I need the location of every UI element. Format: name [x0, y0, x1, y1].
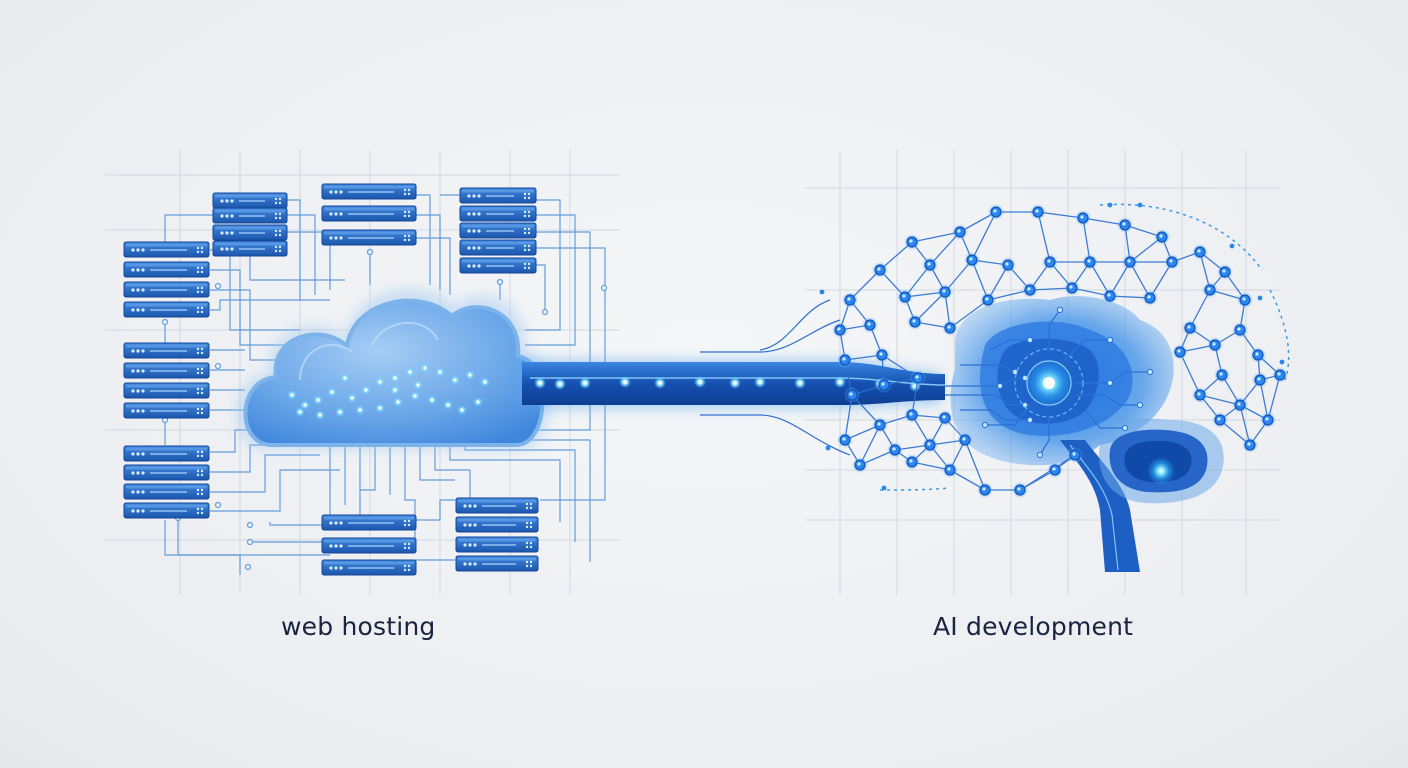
orbit-dashes — [879, 203, 1290, 491]
server-rack-icon — [321, 183, 417, 200]
neural-nodes — [819, 202, 1288, 498]
circuit-core-icon — [1014, 348, 1084, 418]
cloud-icon — [235, 288, 551, 450]
server-rack-icon — [459, 205, 537, 222]
server-rack-icon — [321, 205, 417, 222]
server-rack-icon — [123, 362, 210, 379]
server-rack-icon — [123, 281, 210, 298]
neural-brain-icon — [950, 296, 1224, 572]
server-rack-icon — [123, 445, 210, 462]
cloud-data-points — [287, 363, 490, 420]
server-rack-icon — [455, 536, 539, 553]
ai-development-label: AI development — [933, 612, 1134, 641]
server-rack-icon — [123, 342, 210, 359]
circuit-traces — [945, 306, 1154, 459]
server-rack-icon — [321, 229, 417, 246]
server-rack-icon — [123, 464, 210, 481]
server-rack-icon — [321, 559, 417, 576]
server-rack-icon — [459, 222, 537, 239]
server-rack-icon — [455, 555, 539, 572]
server-rack-icon — [123, 402, 210, 419]
server-rack-icon — [212, 240, 288, 257]
server-rack-icon — [123, 301, 210, 318]
server-rack-icon — [123, 261, 210, 278]
server-racks — [123, 183, 539, 576]
server-rack-icon — [212, 224, 288, 241]
server-rack-icon — [123, 241, 210, 258]
server-rack-icon — [321, 537, 417, 554]
server-rack-icon — [459, 239, 537, 256]
server-rack-icon — [123, 382, 210, 399]
server-rack-icon — [321, 514, 417, 531]
web-hosting-label: web hosting — [281, 612, 436, 641]
server-rack-icon — [459, 257, 537, 274]
server-rack-icon — [212, 207, 288, 224]
server-rack-icon — [455, 497, 539, 514]
server-rack-icon — [459, 187, 537, 204]
server-rack-icon — [123, 502, 210, 519]
server-rack-icon — [123, 483, 210, 500]
server-rack-icon — [455, 516, 539, 533]
server-rack-icon — [212, 192, 288, 209]
